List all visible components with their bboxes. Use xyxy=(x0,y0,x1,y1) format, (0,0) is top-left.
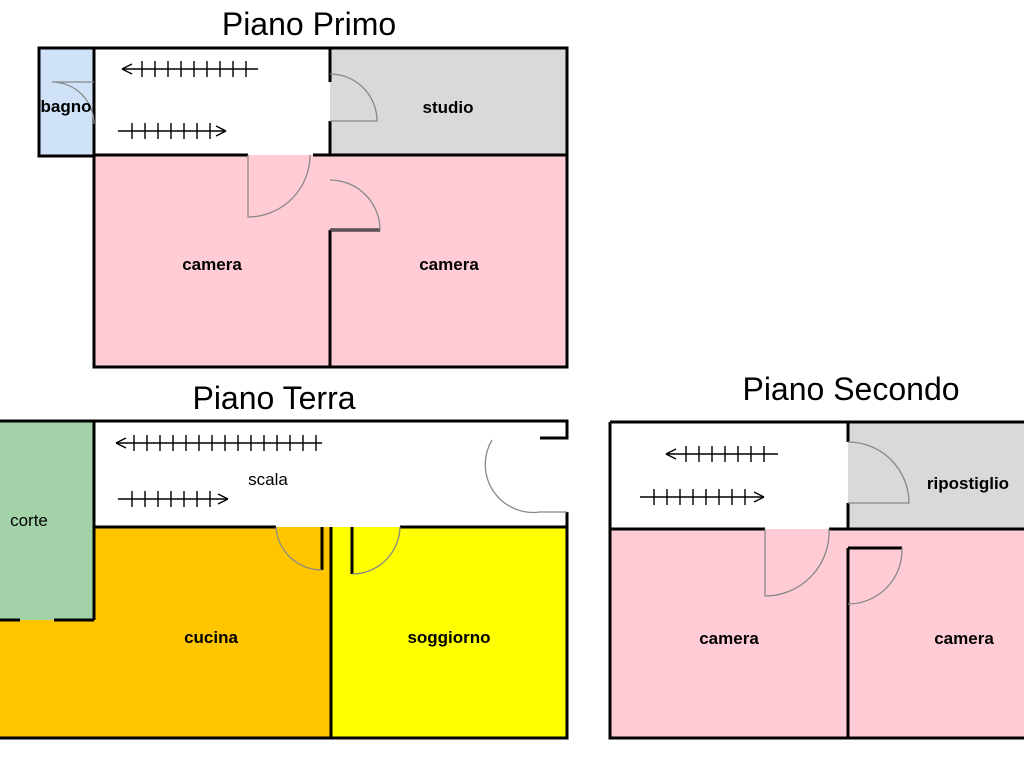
room-ripostiglio xyxy=(848,422,1024,529)
walls-terra xyxy=(0,419,569,740)
label-cucina: cucina xyxy=(184,628,238,647)
room-studio xyxy=(330,48,567,155)
label-soggiorno: soggiorno xyxy=(407,628,490,647)
piano-primo-title: Piano Primo xyxy=(222,6,396,42)
room-camera-primo-right xyxy=(330,155,567,367)
label-camera-secondo-right: camera xyxy=(934,629,994,648)
walls-secondo xyxy=(608,420,1024,740)
label-camera-primo-left: camera xyxy=(182,255,242,274)
piano-terra-title: Piano Terra xyxy=(192,380,355,416)
room-corte xyxy=(0,421,94,620)
label-ripostiglio: ripostiglio xyxy=(927,474,1009,493)
label-corte: corte xyxy=(10,511,48,530)
piano-terra: Piano Terra xyxy=(0,380,569,740)
label-scala: scala xyxy=(248,470,288,489)
walls-primo xyxy=(37,46,569,369)
doors-secondo xyxy=(764,441,910,605)
stairs-secondo xyxy=(640,446,778,505)
room-cucina xyxy=(0,527,331,738)
doors-terra xyxy=(275,439,567,575)
room-camera-primo-left xyxy=(94,155,330,367)
label-studio: studio xyxy=(423,98,474,117)
piano-secondo-title: Piano Secondo xyxy=(742,371,959,407)
room-camera-secondo-left xyxy=(610,529,848,738)
room-soggiorno xyxy=(331,527,567,738)
label-bagno: bagno xyxy=(41,97,92,116)
label-camera-primo-right: camera xyxy=(419,255,479,274)
doors-primo xyxy=(51,73,381,231)
stairs-terra xyxy=(115,435,322,507)
label-camera-secondo-left: camera xyxy=(699,629,759,648)
room-bagno xyxy=(39,48,94,156)
piano-primo: Piano Primo xyxy=(37,6,569,369)
room-camera-secondo-right xyxy=(848,529,1024,738)
piano-secondo: Piano Secondo xyxy=(608,371,1024,740)
stairs-primo xyxy=(118,61,258,139)
